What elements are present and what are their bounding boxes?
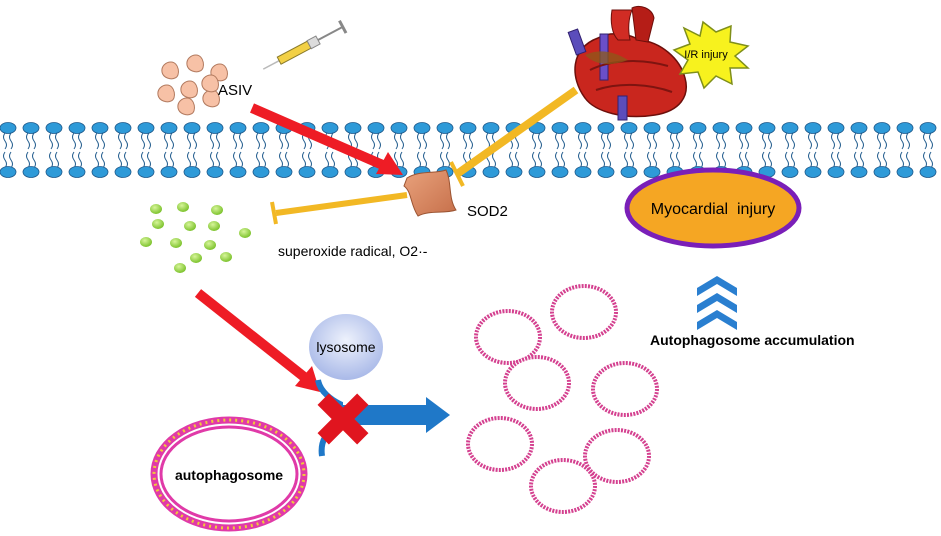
vesicle bbox=[529, 458, 597, 514]
asiv-particle-cluster bbox=[157, 54, 228, 116]
phospholipid bbox=[666, 122, 684, 178]
phospholipid bbox=[45, 122, 63, 178]
chevron bbox=[697, 293, 737, 313]
syringe-icon bbox=[262, 19, 348, 70]
phospholipid bbox=[436, 122, 454, 178]
phospholipid bbox=[528, 122, 546, 178]
superoxide-dot bbox=[220, 252, 232, 262]
asiv-particle bbox=[157, 84, 175, 103]
phospholipid bbox=[758, 122, 776, 178]
asiv-label: ASIV bbox=[218, 82, 252, 99]
superoxide-dot bbox=[190, 253, 202, 263]
superoxide-dot bbox=[170, 238, 182, 248]
phospholipid bbox=[597, 122, 615, 178]
phospholipid bbox=[183, 122, 201, 178]
activation-arrow-radical-to-block bbox=[194, 289, 320, 392]
phospholipid bbox=[321, 122, 339, 178]
superoxide-dot bbox=[184, 221, 196, 231]
phospholipid bbox=[896, 122, 914, 178]
asiv-particle bbox=[202, 89, 220, 108]
vesicle bbox=[474, 309, 542, 365]
phospholipid bbox=[827, 122, 845, 178]
autophagosome-label: autophagosome bbox=[175, 467, 283, 483]
vesicle bbox=[591, 361, 659, 417]
sod2-label: SOD2 bbox=[467, 203, 508, 220]
vesicle bbox=[583, 428, 651, 484]
inhibition-heart-to-sod2 bbox=[449, 86, 579, 187]
superoxide-dot bbox=[204, 240, 216, 250]
superoxide-dot bbox=[150, 204, 162, 214]
phospholipid bbox=[574, 122, 592, 178]
phospholipid bbox=[643, 122, 661, 178]
vesicle bbox=[550, 284, 618, 340]
phospholipid bbox=[620, 122, 638, 178]
phospholipid bbox=[91, 122, 109, 178]
lysosome: lysosome bbox=[309, 314, 383, 380]
inhibition-sod2-to-radical bbox=[270, 192, 408, 225]
phospholipid bbox=[781, 122, 799, 178]
phospholipid bbox=[413, 122, 431, 178]
superoxide-dot bbox=[174, 263, 186, 273]
phospholipid bbox=[160, 122, 178, 178]
autophagosome: autophagosome bbox=[150, 416, 308, 532]
activation-arrow-asiv-to-sod2 bbox=[250, 103, 403, 175]
phospholipid bbox=[22, 122, 40, 178]
phospholipid bbox=[68, 122, 86, 178]
phospholipid bbox=[919, 122, 937, 178]
superoxide-dot bbox=[239, 228, 251, 238]
chevron bbox=[697, 310, 737, 330]
upward-chevrons bbox=[697, 276, 737, 330]
asiv-particle bbox=[177, 97, 195, 116]
sod2-protein bbox=[403, 169, 457, 217]
superoxide-dot bbox=[208, 221, 220, 231]
vesicle bbox=[503, 355, 571, 411]
superoxide-label: superoxide radical, O2·- bbox=[278, 243, 428, 259]
phospholipid bbox=[229, 122, 247, 178]
lysosome-label: lysosome bbox=[316, 339, 375, 355]
accumulated-autophagosome-cluster bbox=[466, 284, 659, 514]
asiv-particle bbox=[180, 80, 198, 99]
vesicle bbox=[466, 416, 534, 472]
phospholipid bbox=[551, 122, 569, 178]
myocardial-injury-label: Myocardial injury bbox=[651, 201, 775, 218]
superoxide-radical-cluster bbox=[140, 202, 251, 273]
phospholipid bbox=[873, 122, 891, 178]
superoxide-dot bbox=[152, 219, 164, 229]
heart-icon bbox=[567, 5, 687, 121]
chevron bbox=[697, 276, 737, 296]
superoxide-dot bbox=[140, 237, 152, 247]
phospholipid bbox=[114, 122, 132, 178]
phospholipid bbox=[137, 122, 155, 178]
phospholipid bbox=[850, 122, 868, 178]
phospholipid bbox=[275, 122, 293, 178]
superoxide-dot bbox=[211, 205, 223, 215]
asiv-particle bbox=[186, 54, 204, 73]
phospholipid bbox=[0, 122, 17, 178]
myocardial-injury-node: Myocardial injury bbox=[624, 167, 802, 249]
injury-burst-label: I/R injury bbox=[684, 49, 728, 61]
asiv-particle bbox=[161, 61, 179, 80]
injury-burst: I/R injury bbox=[672, 20, 750, 90]
phospholipid bbox=[206, 122, 224, 178]
phospholipid bbox=[804, 122, 822, 178]
autophagosome-accumulation-label: Autophagosome accumulation bbox=[650, 332, 855, 348]
phospholipid bbox=[252, 122, 270, 178]
cross-block-icon bbox=[317, 393, 369, 445]
superoxide-dot bbox=[177, 202, 189, 212]
asiv-particle bbox=[201, 74, 219, 93]
